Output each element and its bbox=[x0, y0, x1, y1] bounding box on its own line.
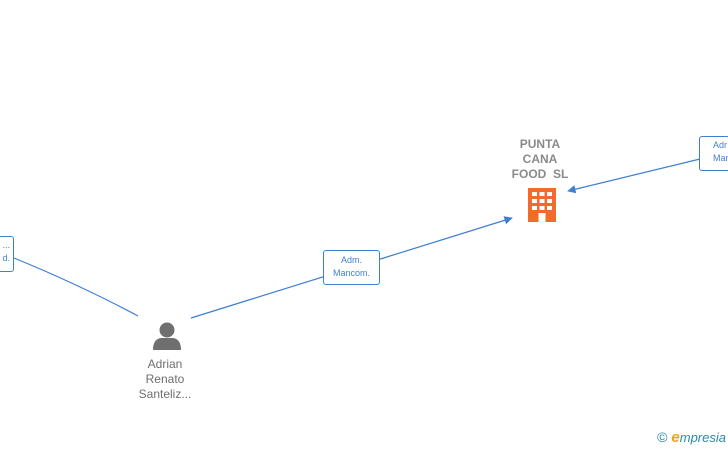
company-name-line: FOOD SL bbox=[511, 167, 569, 181]
edge-label-right[interactable]: Adr Manc bbox=[699, 136, 728, 171]
edge-label-line: Mancom. bbox=[332, 268, 370, 278]
edge-label-middle[interactable]: Adm. Mancom. bbox=[323, 250, 380, 285]
copyright-icon: © bbox=[657, 429, 668, 445]
edge-label-left[interactable]: ... d. bbox=[0, 236, 14, 272]
edge-label-line: Adr bbox=[713, 140, 728, 150]
edge-label-line: ... bbox=[2, 240, 10, 250]
edge-label-line: d. bbox=[2, 253, 10, 263]
brand-e: e bbox=[671, 429, 680, 446]
person-name-line: Renato bbox=[145, 372, 185, 386]
person-name-line: Adrian bbox=[147, 357, 183, 371]
company-name-line: PUNTA bbox=[519, 137, 561, 151]
company-name[interactable]: PUNTA CANA FOOD SL bbox=[500, 137, 580, 182]
edge-left bbox=[13, 257, 139, 317]
empresia-logo[interactable]: ©empresia bbox=[657, 429, 726, 446]
building-icon[interactable] bbox=[528, 188, 556, 222]
person-name-line: Santeliz... bbox=[138, 387, 192, 401]
brand-name: mpresia bbox=[679, 430, 726, 445]
company-name-line: CANA bbox=[522, 152, 558, 166]
person-icon[interactable] bbox=[153, 322, 181, 351]
edge-label-line: Adm. bbox=[340, 255, 362, 265]
edge-label-line: Manc bbox=[713, 153, 728, 163]
edge-right-to-company bbox=[567, 158, 701, 194]
person-name[interactable]: Adrian Renato Santeliz... bbox=[115, 357, 215, 402]
